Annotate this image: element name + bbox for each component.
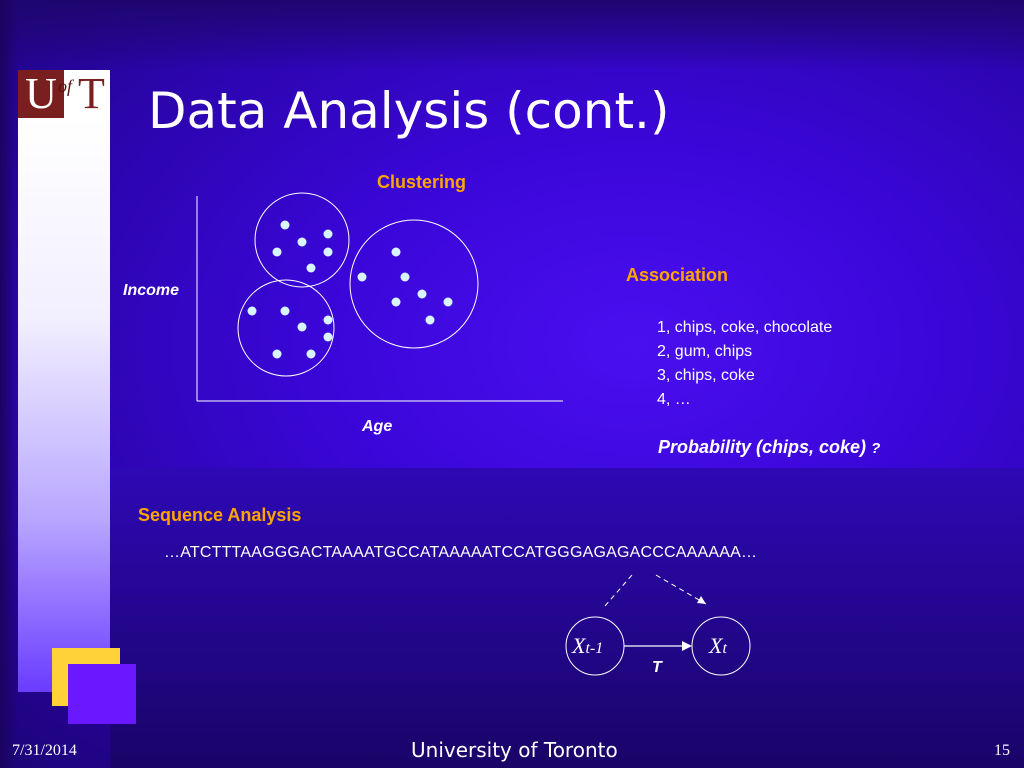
footer-organization: University of Toronto [411, 738, 618, 762]
decor-square-purple [68, 664, 136, 724]
data-point [297, 237, 307, 247]
data-point [357, 272, 367, 282]
cluster-outline [237, 279, 335, 377]
data-point [297, 322, 307, 332]
data-point [247, 306, 257, 316]
data-point [400, 272, 410, 282]
edge-label: T [652, 659, 663, 676]
dashed-arrow-in [604, 574, 633, 607]
data-point [323, 247, 333, 257]
dashed-arrow-head [697, 596, 706, 604]
probability-mark: ? [871, 440, 881, 457]
data-point [417, 289, 427, 299]
transition-arrow-head [682, 641, 692, 651]
top-frame [0, 0, 1024, 70]
data-point [323, 315, 333, 325]
cluster-outline [349, 219, 479, 349]
footer-date: 7/31/2014 [12, 742, 77, 759]
association-list: 1, chips, coke, chocolate 2, gum, chips … [657, 316, 832, 412]
data-point [306, 349, 316, 359]
logo-u: U [18, 70, 64, 118]
lower-background-band [110, 468, 1024, 768]
clustering-heading: Clustering [377, 172, 467, 192]
sequence-heading: Sequence Analysis [138, 505, 302, 525]
cluster-outline [254, 192, 350, 288]
page-number: 15 [994, 742, 1010, 759]
uoft-logo: U of T [18, 70, 110, 118]
cluster-group [237, 192, 479, 377]
dashed-arrow-out [655, 574, 707, 605]
side-gradient-bar [18, 118, 110, 692]
probability-text: Probability (chips, coke) [658, 437, 867, 457]
probability-question: Probability (chips, coke) ? [658, 437, 880, 458]
logo-t: T [78, 69, 105, 118]
list-item: 1, chips, coke, chocolate [657, 319, 833, 336]
data-point [280, 306, 290, 316]
slide-title: Data Analysis (cont.) [148, 82, 670, 140]
data-point [323, 332, 333, 342]
data-point [280, 220, 290, 230]
data-point [391, 297, 401, 307]
data-point [272, 247, 282, 257]
dna-sequence: …ATCTTTAAGGGACTAAAATGCCATAAAAATCCATGGGAG… [164, 544, 758, 561]
list-item: 2, gum, chips [657, 343, 753, 360]
data-point [306, 263, 316, 273]
data-point [425, 315, 435, 325]
y-axis-label: Income [123, 282, 180, 299]
list-item: 3, chips, coke [657, 367, 755, 384]
node-x-prev-label: Xt-1 [571, 633, 603, 658]
association-heading: Association [626, 265, 729, 285]
node-x-curr-label: Xt [708, 633, 727, 658]
data-point [323, 229, 333, 239]
data-point [272, 349, 282, 359]
data-point [443, 297, 453, 307]
logo-of: of [58, 76, 73, 96]
data-point [391, 247, 401, 257]
list-item: 4, … [657, 391, 691, 408]
x-axis-label: Age [362, 418, 393, 435]
left-frame [0, 0, 18, 768]
